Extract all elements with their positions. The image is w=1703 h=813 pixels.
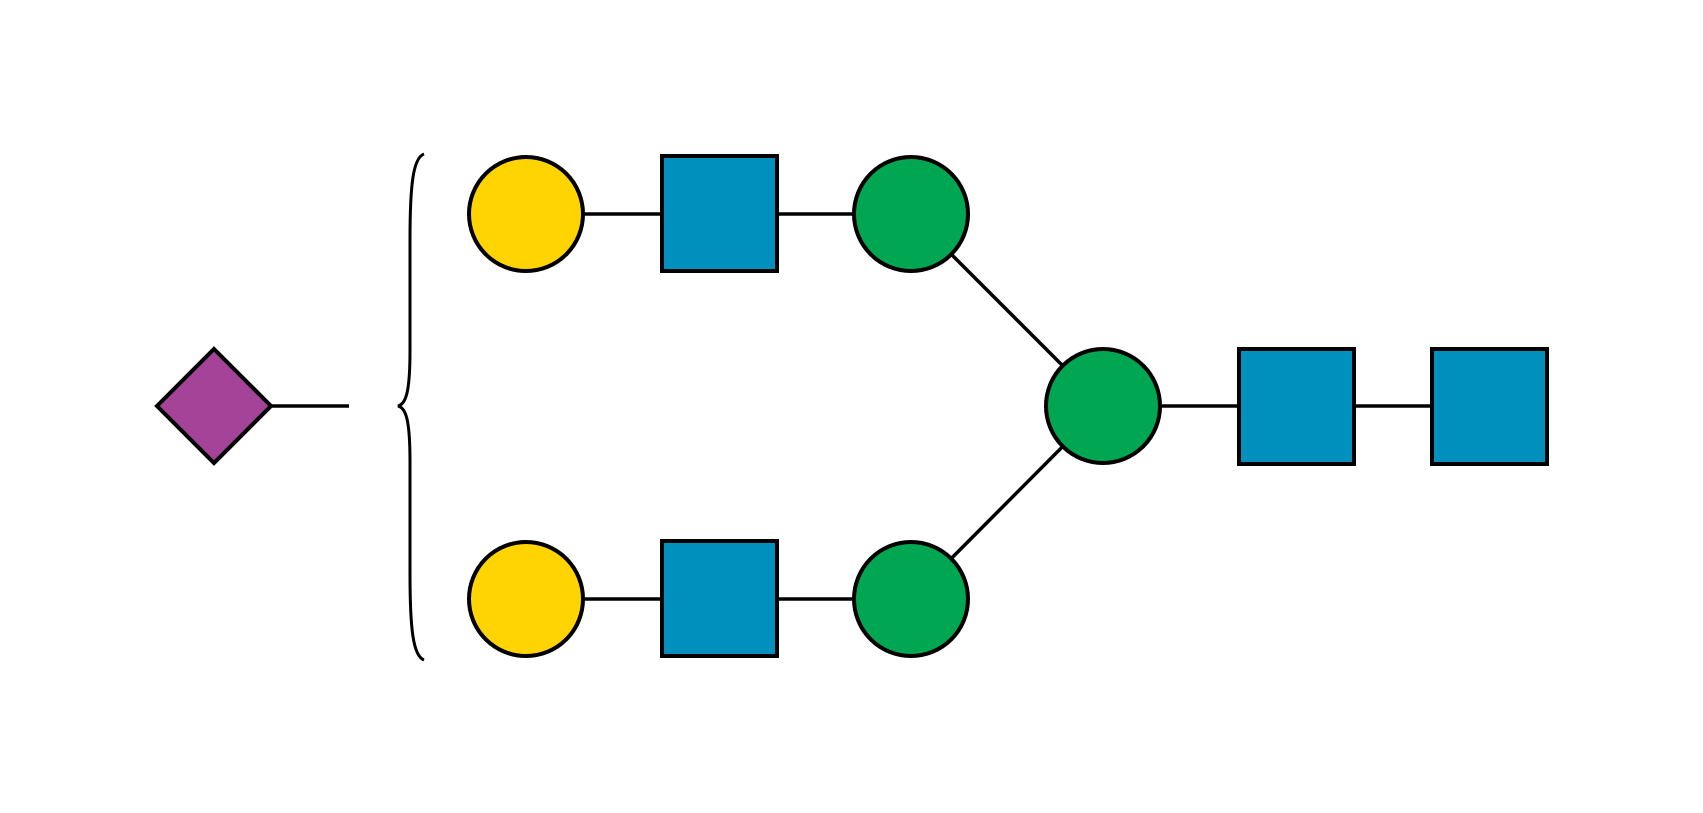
gal-lower-circle-icon: [467, 540, 585, 658]
neuac-diamond-icon: [154, 346, 274, 466]
attachment-brace: [397, 152, 425, 662]
man-lower-circle-icon: [852, 540, 970, 658]
residues: [154, 154, 1549, 658]
man-core-circle-icon: [1044, 347, 1162, 465]
glcnac-lower-square-icon: [660, 539, 779, 658]
glcnac-upper-square-icon: [660, 154, 779, 273]
glcnac-core-2-square-icon: [1430, 347, 1549, 466]
man-upper-circle-icon: [852, 155, 970, 273]
gal-upper-circle-icon: [467, 155, 585, 273]
glcnac-core-1-square-icon: [1237, 347, 1356, 466]
